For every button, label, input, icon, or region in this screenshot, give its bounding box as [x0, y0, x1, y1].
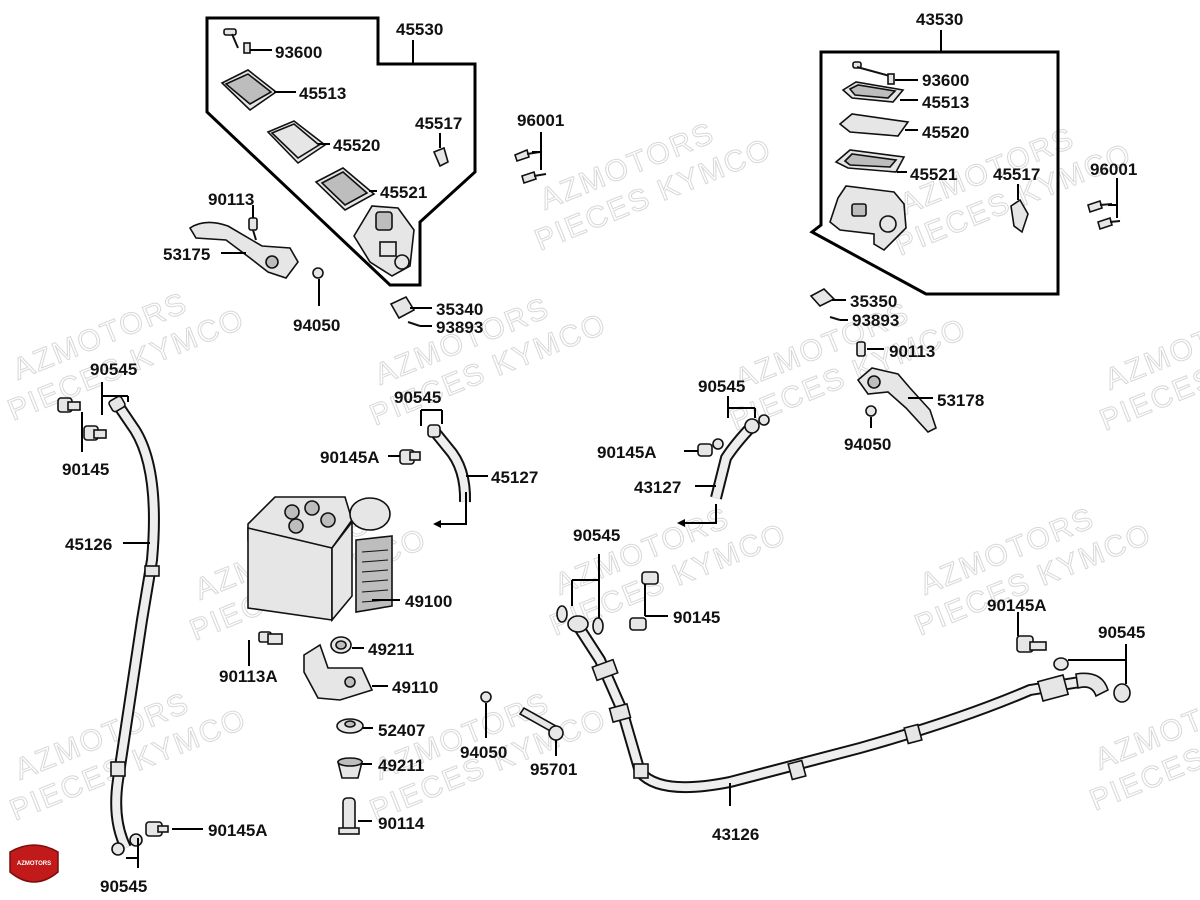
diaphragm-part-45521-right[interactable] [834, 149, 906, 173]
reservoir-cap-45513-right[interactable] [841, 81, 905, 103]
part-label-90145A-centre[interactable]: 90145A [320, 448, 380, 467]
part-label-96001-left[interactable]: 96001 [517, 111, 564, 130]
part-label-93600-right[interactable]: 93600 [922, 71, 969, 90]
part-label-95701[interactable]: 95701 [530, 760, 577, 779]
part-label-96001-right[interactable]: 96001 [1090, 160, 1137, 179]
part-label-90113-left[interactable]: 90113 [208, 190, 254, 209]
grommet-part-49211-bottom[interactable] [336, 757, 364, 779]
part-label-90545-bottom-left[interactable]: 90545 [100, 877, 147, 896]
banjo-bolt-90145A-bottom-left[interactable] [111, 821, 169, 856]
part-label-49100[interactable]: 49100 [405, 592, 452, 611]
group-label-45530[interactable]: 45530 [396, 20, 443, 39]
nut-part-94050-centre[interactable] [480, 691, 492, 703]
part-label-90113A[interactable]: 90113A [219, 667, 278, 686]
part-label-45127[interactable]: 45127 [491, 468, 538, 487]
part-label-45126[interactable]: 45126 [65, 535, 112, 554]
banjo-bolt-90145A-right[interactable] [1016, 635, 1047, 653]
plate-part-45520[interactable] [266, 120, 327, 165]
brake-lever-53178[interactable] [856, 367, 937, 433]
master-cylinder-body-left[interactable] [353, 205, 415, 277]
screw-part-93893-left[interactable] [407, 321, 421, 327]
part-label-53178[interactable]: 53178 [937, 391, 984, 410]
brake-hose-45126[interactable] [108, 395, 160, 851]
part-label-94050-left[interactable]: 94050 [293, 316, 340, 335]
part-label-90145A-bottom-left[interactable]: 90145A [208, 821, 268, 840]
part-label-43126[interactable]: 43126 [712, 825, 759, 844]
master-cylinder-body-right[interactable] [829, 185, 907, 252]
banjo-bolt-90145A-centre[interactable] [399, 449, 421, 465]
reservoir-cap-45513[interactable] [220, 69, 278, 112]
bolt-part-90113A[interactable] [258, 631, 283, 645]
grommet-part-49211-top[interactable] [330, 636, 352, 654]
part-label-35350[interactable]: 35350 [850, 292, 897, 311]
clip-part-45517-right[interactable] [1010, 198, 1029, 234]
part-label-94050-right[interactable]: 94050 [844, 435, 891, 454]
part-label-45521[interactable]: 45521 [380, 183, 427, 202]
part-label-45521-right[interactable]: 45521 [910, 165, 957, 184]
part-label-90545-right-middle[interactable]: 90545 [698, 377, 745, 396]
washer-part-90545-right[interactable] [1053, 657, 1131, 703]
bracket-part-49110[interactable] [303, 643, 374, 701]
part-label-35340[interactable]: 35340 [436, 300, 483, 319]
part-label-90545-top-left[interactable]: 90545 [90, 360, 137, 379]
bolt-part-90113-right[interactable] [856, 341, 866, 357]
right-master-cylinder-group: 43530 93600 45513 45520 45521 [809, 10, 1060, 296]
part-label-94050-centre[interactable]: 94050 [460, 743, 507, 762]
plate-part-45520-right[interactable] [838, 113, 910, 137]
part-label-93893-right[interactable]: 93893 [852, 311, 899, 330]
bolt-part-95701[interactable] [518, 706, 564, 741]
part-label-90145A-right[interactable]: 90145A [987, 596, 1047, 615]
brake-hose-45127[interactable] [427, 424, 472, 503]
part-label-45520[interactable]: 45520 [333, 136, 380, 155]
part-label-90145-lower[interactable]: 90145 [673, 608, 720, 627]
part-label-90545-right[interactable]: 90545 [1098, 623, 1145, 642]
bolt-part-90113-left[interactable] [248, 217, 258, 241]
banjo-bolt-90145-lower[interactable] [629, 571, 659, 631]
part-label-90545-centre[interactable]: 90545 [394, 388, 441, 407]
screw-part-93893-right[interactable] [829, 316, 841, 321]
logo-text: AZMOTORS [17, 861, 51, 867]
part-label-53175[interactable]: 53175 [163, 245, 210, 264]
brake-hose-43126[interactable] [567, 615, 1109, 794]
nut-part-94050-right[interactable] [865, 405, 877, 417]
washer-part-52407[interactable] [336, 718, 364, 734]
part-label-45513[interactable]: 45513 [299, 84, 346, 103]
banjo-bolt-90145A-right-middle[interactable] [697, 443, 713, 457]
brake-lever-53175[interactable] [188, 221, 299, 279]
right-group-frame [809, 50, 1060, 296]
part-label-90114[interactable]: 90114 [378, 814, 425, 833]
left-master-cylinder-group: 45530 93600 45513 45520 45521 [205, 16, 477, 287]
clip-part-45517[interactable] [432, 146, 449, 168]
collar-part-90114[interactable] [338, 797, 360, 835]
azmotors-logo: AZMOTORS [9, 844, 59, 883]
nut-part-94050-left[interactable] [312, 267, 324, 279]
part-label-90145-left[interactable]: 90145 [62, 460, 109, 479]
switch-part-35350[interactable] [809, 288, 836, 307]
part-label-45513-right[interactable]: 45513 [922, 93, 969, 112]
part-label-45520-right[interactable]: 45520 [922, 123, 969, 142]
screw-part-93600[interactable] [223, 28, 251, 54]
switch-part-35340[interactable] [389, 295, 416, 320]
part-label-45517[interactable]: 45517 [415, 114, 462, 133]
part-label-90545-lower[interactable]: 90545 [573, 526, 620, 545]
part-label-93600[interactable]: 93600 [275, 43, 322, 62]
part-label-45517-right[interactable]: 45517 [993, 165, 1040, 184]
diaphragm-part-45521[interactable] [314, 167, 376, 211]
part-label-43127[interactable]: 43127 [634, 478, 681, 497]
washer-part-90545-lower[interactable] [556, 605, 604, 635]
part-label-93893-left[interactable]: 93893 [436, 318, 483, 337]
part-label-90145A-right-middle[interactable]: 90145A [597, 443, 657, 462]
abs-modulator-49100[interactable] [247, 496, 393, 623]
brake-hose-43127[interactable] [710, 414, 770, 500]
left-group-frame [205, 16, 477, 287]
part-label-49110[interactable]: 49110 [392, 678, 438, 697]
banjo-bolt-90145-left[interactable] [57, 397, 107, 441]
group-label-43530[interactable]: 43530 [916, 10, 963, 29]
part-label-49211-bottom[interactable]: 49211 [378, 756, 424, 775]
screw-part-93600-right[interactable] [852, 61, 895, 85]
part-label-90113-right[interactable]: 90113 [889, 342, 935, 361]
part-label-52407[interactable]: 52407 [378, 721, 425, 740]
part-label-49211-top[interactable]: 49211 [368, 640, 414, 659]
